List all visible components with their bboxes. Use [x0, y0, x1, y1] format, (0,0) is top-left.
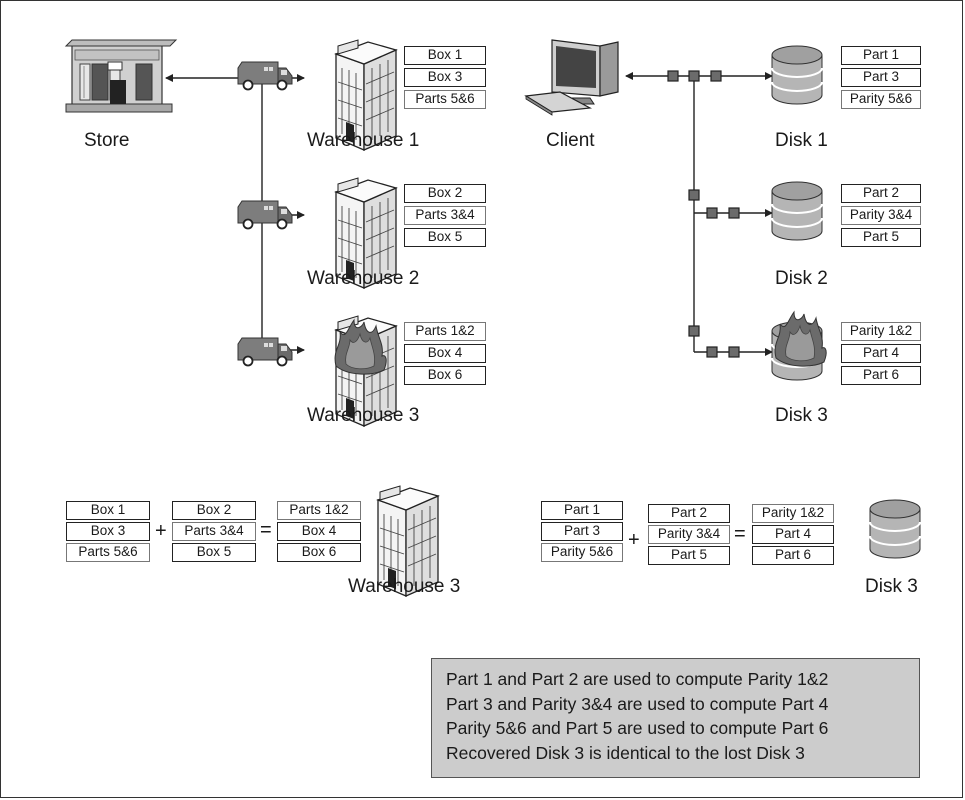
deq-col1-box: Parity 5&6	[541, 543, 623, 562]
disk-2-label: Disk 2	[775, 268, 828, 289]
weq-col2-box: Parts 3&4	[172, 522, 256, 541]
disk-1-box: Part 1	[841, 46, 921, 65]
truck-icon	[237, 200, 293, 230]
disk-1-icon	[771, 45, 823, 105]
weq-plus: +	[155, 520, 167, 542]
store-icon	[64, 39, 178, 113]
deq-col2-box: Part 5	[648, 546, 730, 565]
warehouse-1-box: Box 3	[404, 68, 486, 87]
truck-icon	[237, 337, 293, 367]
disk-1-box: Parity 5&6	[841, 90, 921, 109]
warehouse-1-box: Parts 5&6	[404, 90, 486, 109]
weq-col2-box: Box 2	[172, 501, 256, 520]
deq-plus: +	[628, 529, 640, 551]
weq-col3-box: Box 4	[277, 522, 361, 541]
weq-col1-box: Parts 5&6	[66, 543, 150, 562]
warehouse-3-label: Warehouse 3	[307, 405, 420, 426]
warehouse-3-box: Box 4	[404, 344, 486, 363]
deq-col3-box: Parity 1&2	[752, 504, 834, 523]
warehouse-2-box: Box 5	[404, 228, 486, 247]
disk-3-box: Parity 1&2	[841, 322, 921, 341]
truck-icon	[237, 61, 293, 91]
note-line: Part 3 and Parity 3&4 are used to comput…	[446, 693, 829, 714]
weq-col1-box: Box 1	[66, 501, 150, 520]
disk-3-rebuilt-icon	[869, 499, 921, 559]
store-label: Store	[84, 130, 130, 151]
network-nodes	[667, 70, 740, 358]
deq-col2-box: Part 2	[648, 504, 730, 523]
weq-equals: =	[260, 519, 272, 541]
note-line: Parity 5&6 and Part 5 are used to comput…	[446, 718, 829, 738]
disk-2-box: Part 5	[841, 228, 921, 247]
disk-3-box: Part 6	[841, 366, 921, 385]
disk-3-box: Part 4	[841, 344, 921, 363]
warehouse-2-box: Box 2	[404, 184, 486, 203]
warehouse-2-label: Warehouse 2	[307, 268, 420, 289]
deq-col3-box: Part 6	[752, 546, 834, 565]
client-label: Client	[546, 130, 595, 151]
disk-3-label: Disk 3	[775, 405, 828, 426]
disk-3-burning-icon	[771, 311, 827, 381]
weq-result-label: Warehouse 3	[348, 576, 461, 597]
disk-2-box: Part 2	[841, 184, 921, 203]
weq-col3-box: Parts 1&2	[277, 501, 361, 520]
disk-1-label: Disk 1	[775, 130, 828, 151]
warehouse-3-box: Box 6	[404, 366, 486, 385]
note-line: Part 1 and Part 2 are used to compute Pa…	[446, 669, 829, 689]
disk-links	[625, 72, 773, 356]
weq-col2-box: Box 5	[172, 543, 256, 562]
warehouse-2-box: Parts 3&4	[404, 206, 486, 225]
deq-result-label: Disk 3	[865, 576, 918, 597]
warehouse-1-label: Warehouse 1	[307, 130, 420, 151]
deq-col3-box: Part 4	[752, 525, 834, 544]
deq-col1-box: Part 1	[541, 501, 623, 520]
weq-col3-box: Box 6	[277, 543, 361, 562]
weq-col1-box: Box 3	[66, 522, 150, 541]
parity-explanation-note: Part 1 and Part 2 are used to compute Pa…	[431, 658, 920, 778]
warehouse-1-box: Box 1	[404, 46, 486, 65]
deq-col2-box: Parity 3&4	[648, 525, 730, 544]
disk-2-box: Parity 3&4	[841, 206, 921, 225]
deq-col1-box: Part 3	[541, 522, 623, 541]
deq-equals: =	[734, 523, 746, 545]
disk-2-icon	[771, 181, 823, 241]
warehouse-3-box: Parts 1&2	[404, 322, 486, 341]
client-computer-icon	[524, 39, 619, 116]
disk-1-box: Part 3	[841, 68, 921, 87]
note-line: Recovered Disk 3 is identical to the los…	[446, 742, 805, 763]
